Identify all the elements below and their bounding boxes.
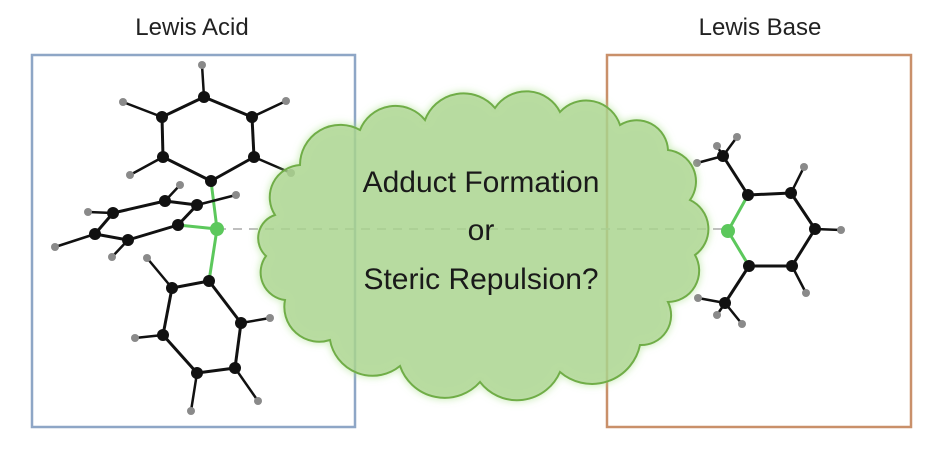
hydrogen-atom (713, 311, 721, 319)
bond (161, 333, 199, 375)
hydrogen-atom (176, 181, 184, 189)
bond (250, 116, 256, 158)
hydrogen-atom (131, 334, 139, 342)
carbon-atom (203, 275, 215, 287)
bond (196, 366, 236, 375)
bond (189, 372, 199, 412)
carbon-atom (122, 234, 134, 246)
hydrogen-atom (693, 159, 701, 167)
carbon-atom (742, 189, 754, 201)
bond (127, 223, 179, 242)
hydrogen-atom (266, 314, 274, 322)
carbon-atom (785, 187, 797, 199)
thought-cloud (257, 90, 710, 402)
bond (233, 367, 260, 402)
hydrogen-atom (282, 97, 290, 105)
hydrogen-atom (51, 243, 59, 251)
lewis-acid-title: Lewis Acid (135, 14, 249, 41)
carbon-atom (246, 111, 258, 123)
carbon-atom (172, 219, 184, 231)
carbon-atom (205, 175, 217, 187)
carbon-atom (198, 91, 210, 103)
bond (207, 280, 243, 324)
bond (203, 95, 253, 119)
bond (790, 228, 817, 267)
bond (146, 257, 173, 289)
bond (196, 193, 237, 207)
hydrogen-atom (84, 208, 92, 216)
lewis-base-title: Lewis Base (698, 14, 822, 41)
carbon-atom (743, 260, 755, 272)
bond (160, 116, 165, 158)
carbon-atom (191, 367, 203, 379)
cloud-line-1: Adduct Formation (363, 166, 600, 199)
carbon-atom (809, 223, 821, 235)
boron-atom (210, 222, 224, 236)
hydrogen-atom (713, 142, 721, 150)
carbon-atom (156, 111, 168, 123)
nitrogen-atom (721, 224, 735, 238)
carbon-atom (248, 151, 260, 163)
bond (209, 180, 219, 230)
hydrogen-atom (198, 61, 206, 69)
bond (54, 232, 96, 249)
hydrogen-atom (232, 191, 240, 199)
bond (789, 192, 817, 230)
hydrogen-atom (733, 133, 741, 141)
hydrogen-atom (187, 407, 195, 415)
hydrogen-atom (800, 163, 808, 171)
carbon-atom (719, 297, 731, 309)
cloud-line-2: or (468, 214, 495, 247)
carbon-atom (229, 362, 241, 374)
bond (207, 228, 219, 282)
carbon-atom (157, 151, 169, 163)
carbon-atom (107, 207, 119, 219)
carbon-atom (166, 282, 178, 294)
hydrogen-atom (254, 397, 262, 405)
carbon-atom (191, 199, 203, 211)
bond (171, 279, 210, 290)
hydrogen-atom (143, 254, 151, 262)
bond (122, 100, 163, 119)
carbon-atom (786, 260, 798, 272)
lutidine-molecule (693, 133, 845, 328)
bond (112, 199, 166, 215)
cloud-line-3: Steric Repulsion? (363, 263, 598, 296)
bond (723, 265, 751, 304)
hydrogen-atom (738, 320, 746, 328)
hydrogen-atom (837, 226, 845, 234)
bond (161, 287, 174, 336)
carbon-atom (157, 329, 169, 341)
hydrogen-atom (694, 294, 702, 302)
bond (129, 155, 164, 177)
hydrogen-atom (126, 171, 134, 179)
carbon-atom (717, 150, 729, 162)
bond (210, 155, 255, 183)
bond (251, 99, 287, 119)
carbon-atom (159, 195, 171, 207)
bond (747, 191, 792, 197)
hydrogen-atom (119, 98, 127, 106)
carbon-atom (89, 228, 101, 240)
bond (233, 322, 243, 369)
bond (161, 95, 205, 119)
bond (721, 155, 750, 196)
bond (162, 155, 212, 183)
hydrogen-atom (802, 289, 810, 297)
carbon-atom (235, 317, 247, 329)
hydrogen-atom (108, 253, 116, 261)
